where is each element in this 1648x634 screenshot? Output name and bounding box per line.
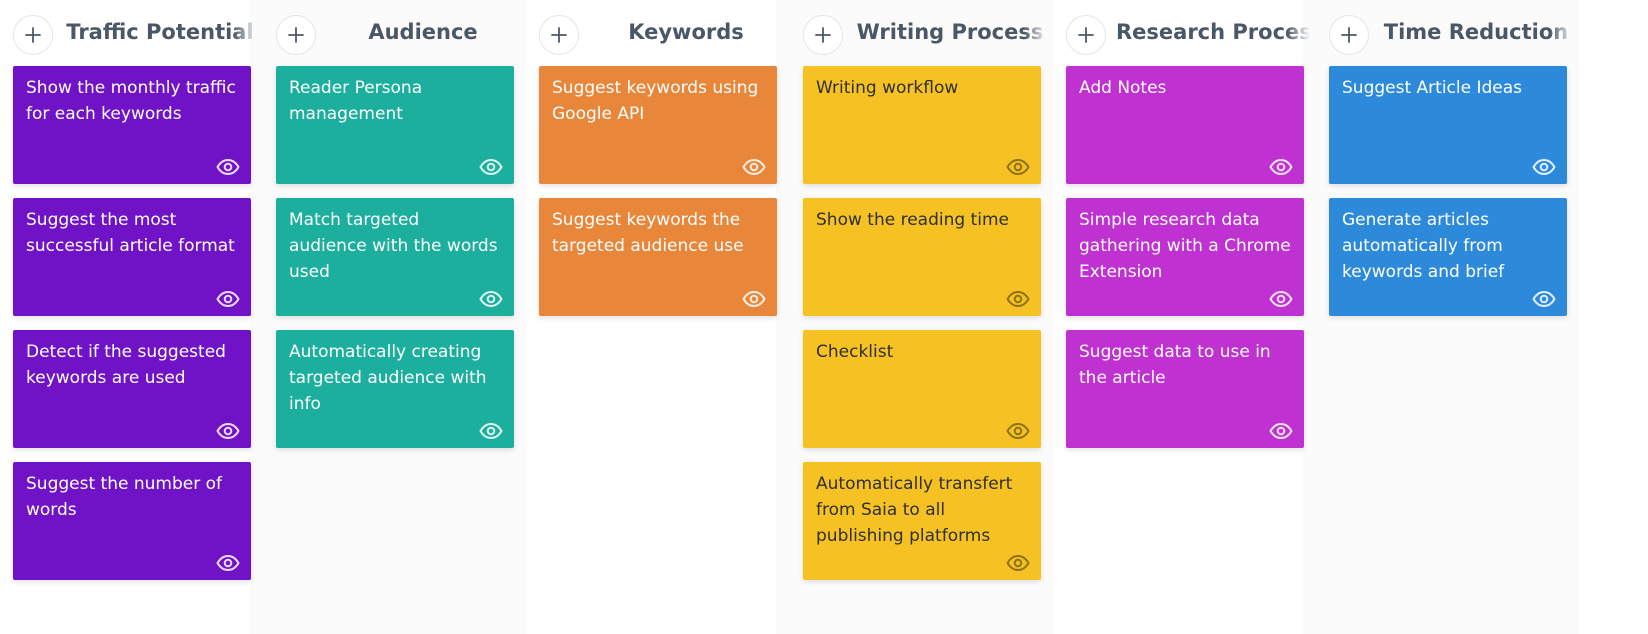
card[interactable]: Suggest keywords the targeted audience u… [539,198,777,316]
eye-icon[interactable] [742,290,766,308]
card[interactable]: Reader Persona management [276,66,514,184]
card[interactable]: Suggest data to use in the article [1066,330,1304,448]
add-card-button[interactable] [539,15,579,55]
card-title: Suggest Article Ideas [1342,78,1523,98]
column-title: Traffic Potential [66,20,254,44]
card-title: Generate articles automatically from key… [1342,210,1505,282]
card[interactable]: Suggest the most successful article form… [13,198,251,316]
card[interactable]: Suggest the number of words [13,462,251,580]
column-header: Time Reduction [1329,0,1568,66]
eye-icon[interactable] [1269,290,1293,308]
eye-icon[interactable] [1269,422,1293,440]
card-title: Suggest data to use in the article [1079,342,1271,388]
column-header: Audience [276,0,514,66]
add-card-button[interactable] [13,15,53,55]
card-title: Detect if the suggested keywords are use… [26,342,226,388]
add-card-button[interactable] [1329,15,1369,55]
card[interactable]: Detect if the suggested keywords are use… [13,330,251,448]
card-title: Show the reading time [816,210,1009,230]
card[interactable]: Show the monthly traffic for each keywor… [13,66,251,184]
eye-icon[interactable] [1006,422,1030,440]
eye-icon[interactable] [1269,158,1293,176]
card-title: Add Notes [1079,78,1167,98]
card[interactable]: Suggest keywords using Google API [539,66,777,184]
eye-icon[interactable] [216,158,240,176]
card-title: Suggest the most successful article form… [26,210,235,256]
plus-icon [24,26,42,44]
card-title: Writing workflow [816,78,959,98]
card[interactable]: Writing workflow [803,66,1041,184]
eye-icon[interactable] [1006,554,1030,572]
eye-icon[interactable] [1006,290,1030,308]
eye-icon[interactable] [216,554,240,572]
card-title: Suggest keywords the targeted audience u… [552,210,744,256]
card[interactable]: Automatically transfert from Saia to all… [803,462,1041,580]
card-title: Match targeted audience with the words u… [289,210,498,282]
plus-icon [550,26,568,44]
column-title: Keywords [628,20,744,44]
add-card-button[interactable] [803,15,843,55]
column-header: Writing Process [803,0,1043,66]
card[interactable]: Generate articles automatically from key… [1329,198,1567,316]
card-title: Suggest keywords using Google API [552,78,759,124]
plus-icon [814,26,832,44]
card-title: Suggest the number of words [26,474,222,520]
card[interactable]: Automatically creating targeted audience… [276,330,514,448]
eye-icon[interactable] [479,422,503,440]
card-title: Automatically transfert from Saia to all… [816,474,1013,546]
eye-icon[interactable] [1532,158,1556,176]
card[interactable]: Add Notes [1066,66,1304,184]
column-header: Traffic Potential [13,0,254,66]
plus-icon [1340,26,1358,44]
column-title: Research Process [1116,20,1310,44]
card[interactable]: Checklist [803,330,1041,448]
plus-icon [287,26,305,44]
card-title: Automatically creating targeted audience… [289,342,487,414]
add-card-button[interactable] [276,15,316,55]
column-title: Audience [368,20,478,44]
eye-icon[interactable] [479,290,503,308]
eye-icon[interactable] [1006,158,1030,176]
card[interactable]: Simple research data gathering with a Ch… [1066,198,1304,316]
column-title: Writing Process [856,20,1044,44]
card-title: Simple research data gathering with a Ch… [1079,210,1291,282]
eye-icon[interactable] [479,158,503,176]
column-header: Keywords [539,0,777,66]
column-title: Time Reduction [1383,20,1569,44]
card[interactable]: Suggest Article Ideas [1329,66,1567,184]
eye-icon[interactable] [216,290,240,308]
card-title: Checklist [816,342,894,362]
card-title: Reader Persona management [289,78,423,124]
eye-icon[interactable] [216,422,240,440]
plus-icon [1077,26,1095,44]
eye-icon[interactable] [742,158,766,176]
add-card-button[interactable] [1066,15,1106,55]
eye-icon[interactable] [1532,290,1556,308]
card[interactable]: Match targeted audience with the words u… [276,198,514,316]
card-title: Show the monthly traffic for each keywor… [26,78,236,124]
column-header: Research Process [1066,0,1310,66]
card[interactable]: Show the reading time [803,198,1041,316]
